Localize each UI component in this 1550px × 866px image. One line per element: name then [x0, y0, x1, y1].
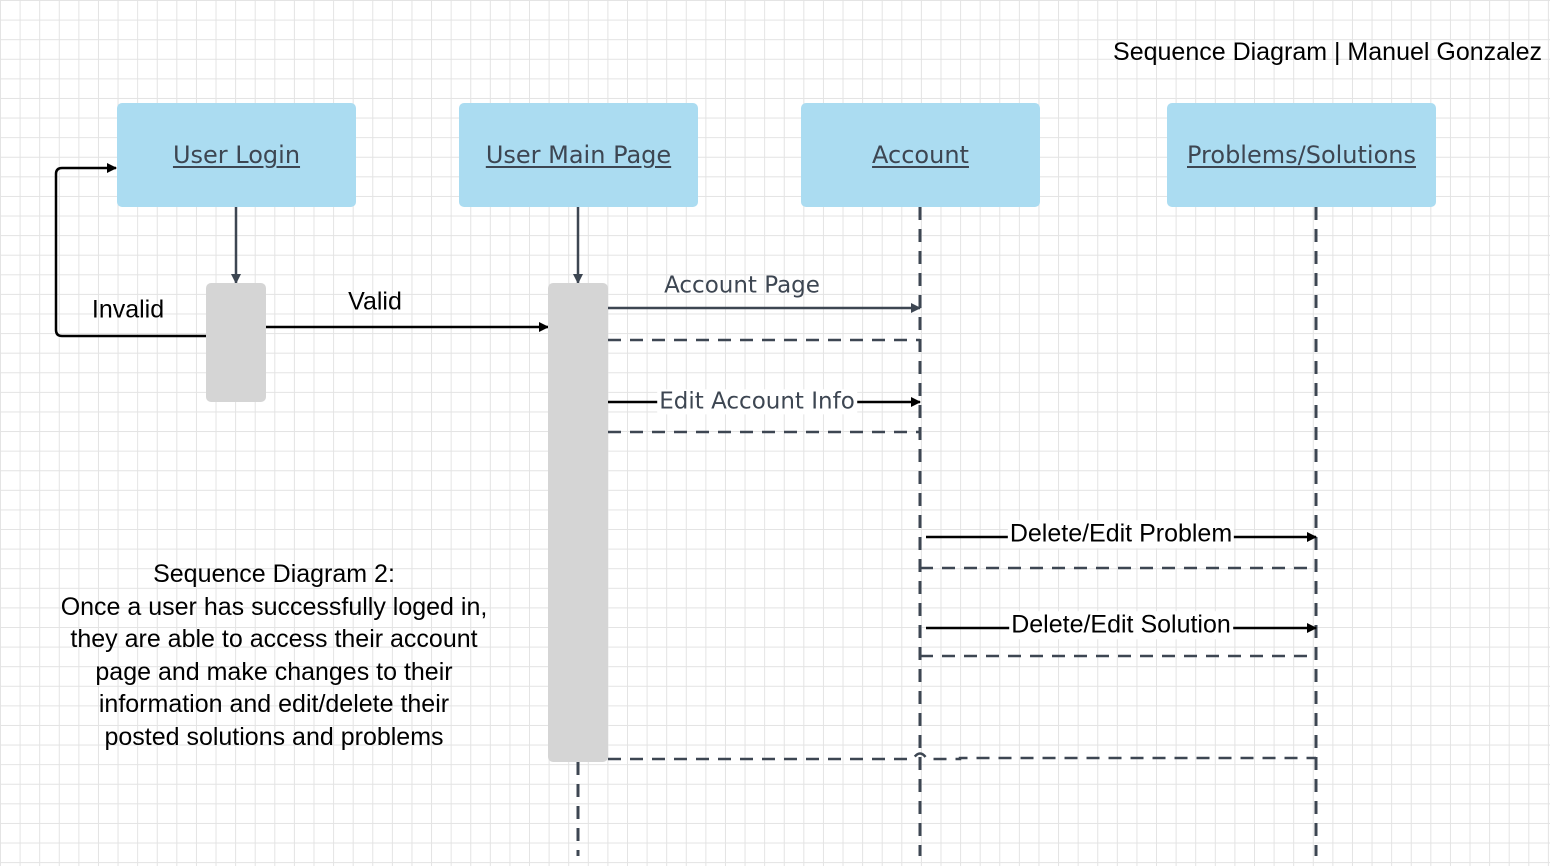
invalid-loop-arrow: [54, 163, 206, 338]
lifeline-label-problems-solutions: Problems/Solutions: [1187, 141, 1416, 169]
message-label-delete-edit-problem: Delete/Edit Problem: [1007, 519, 1235, 548]
message-label-delete-edit-solution: Delete/Edit Solution: [1009, 610, 1233, 639]
message-label-valid: Valid: [348, 287, 402, 316]
message-label-edit-account-info: Edit Account Info: [657, 388, 857, 415]
lifeline-box-account[interactable]: Account: [801, 103, 1040, 207]
message-label-invalid: Invalid: [91, 295, 165, 324]
lifeline-label-user-main-page: User Main Page: [485, 141, 672, 169]
final-return-line: [608, 752, 1316, 761]
activation-user-main-page[interactable]: [548, 283, 608, 762]
lifeline-box-user-login[interactable]: User Login: [117, 103, 356, 207]
message-label-account-page: Account Page: [664, 272, 820, 299]
diagram-description-note: Sequence Diagram 2: Once a user has succ…: [60, 560, 488, 751]
lifeline-box-problems-solutions[interactable]: Problems/Solutions: [1167, 103, 1436, 207]
lifeline-label-account: Account: [872, 141, 969, 169]
lifeline-label-user-login: User Login: [172, 141, 301, 169]
lifeline-box-user-main-page[interactable]: User Main Page: [459, 103, 698, 207]
diagram-title: Sequence Diagram | Manuel Gonzalez: [1113, 38, 1542, 66]
activation-user-login[interactable]: [206, 283, 266, 402]
